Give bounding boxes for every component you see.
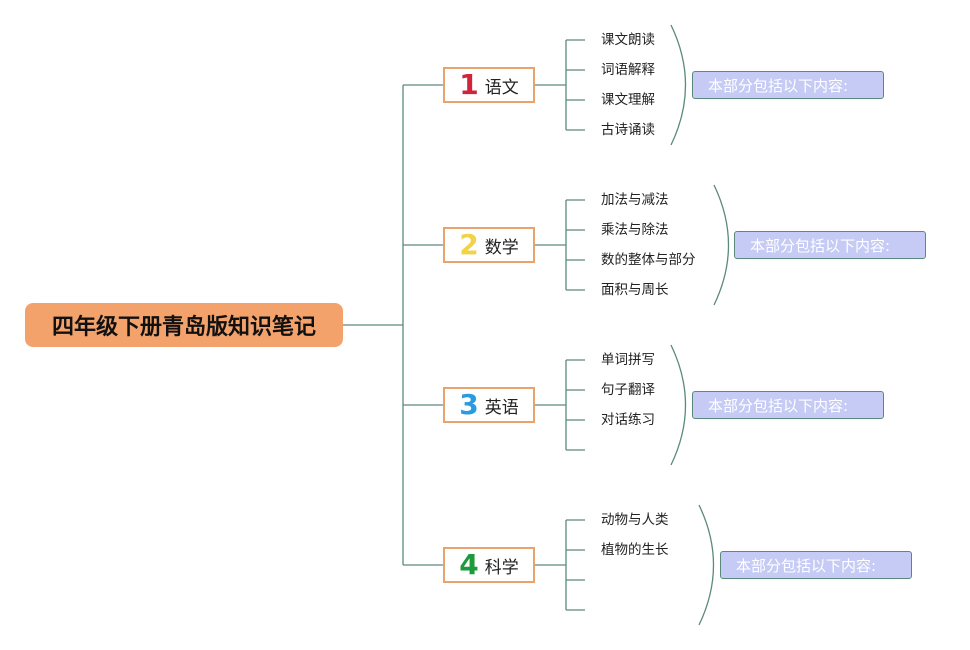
branch-label: 科学 bbox=[484, 557, 519, 578]
branch-label: 语文 bbox=[484, 77, 519, 98]
leaf-item[interactable]: 数的整体与部分 bbox=[601, 252, 696, 268]
branch-number-icon: 1 bbox=[459, 68, 479, 101]
summary-note[interactable]: 本部分包括以下内容: bbox=[692, 71, 884, 99]
summary-note[interactable]: 本部分包括以下内容: bbox=[692, 391, 884, 419]
leaf-item[interactable]: 面积与周长 bbox=[601, 282, 669, 298]
leaf-item[interactable]: 课文理解 bbox=[601, 92, 655, 108]
branch-1[interactable]: 1 语文 bbox=[443, 67, 535, 103]
root-topic[interactable]: 四年级下册青岛版知识笔记 bbox=[25, 303, 343, 347]
leaf-item[interactable]: 词语解释 bbox=[601, 62, 655, 78]
leaf-item[interactable]: 课文朗读 bbox=[601, 32, 655, 48]
leaf-item[interactable]: 植物的生长 bbox=[601, 542, 669, 558]
leaf-item[interactable]: 动物与人类 bbox=[601, 512, 669, 528]
branch-label: 数学 bbox=[484, 237, 519, 258]
branch-number-icon: 3 bbox=[459, 388, 479, 421]
branch-number-icon: 4 bbox=[459, 548, 479, 581]
branch-3[interactable]: 3 英语 bbox=[443, 387, 535, 423]
branch-number-icon: 2 bbox=[459, 228, 479, 261]
branch-4[interactable]: 4 科学 bbox=[443, 547, 535, 583]
summary-note[interactable]: 本部分包括以下内容: bbox=[720, 551, 912, 579]
summary-note[interactable]: 本部分包括以下内容: bbox=[734, 231, 926, 259]
branch-2[interactable]: 2 数学 bbox=[443, 227, 535, 263]
branch-label: 英语 bbox=[484, 397, 519, 418]
leaf-item[interactable]: 对话练习 bbox=[601, 412, 655, 428]
leaf-item[interactable]: 加法与减法 bbox=[601, 192, 669, 208]
leaf-item[interactable]: 单词拼写 bbox=[601, 352, 655, 368]
leaf-item[interactable]: 句子翻译 bbox=[601, 382, 655, 398]
leaf-item[interactable]: 乘法与除法 bbox=[601, 222, 669, 238]
leaf-item[interactable]: 古诗诵读 bbox=[601, 122, 655, 138]
